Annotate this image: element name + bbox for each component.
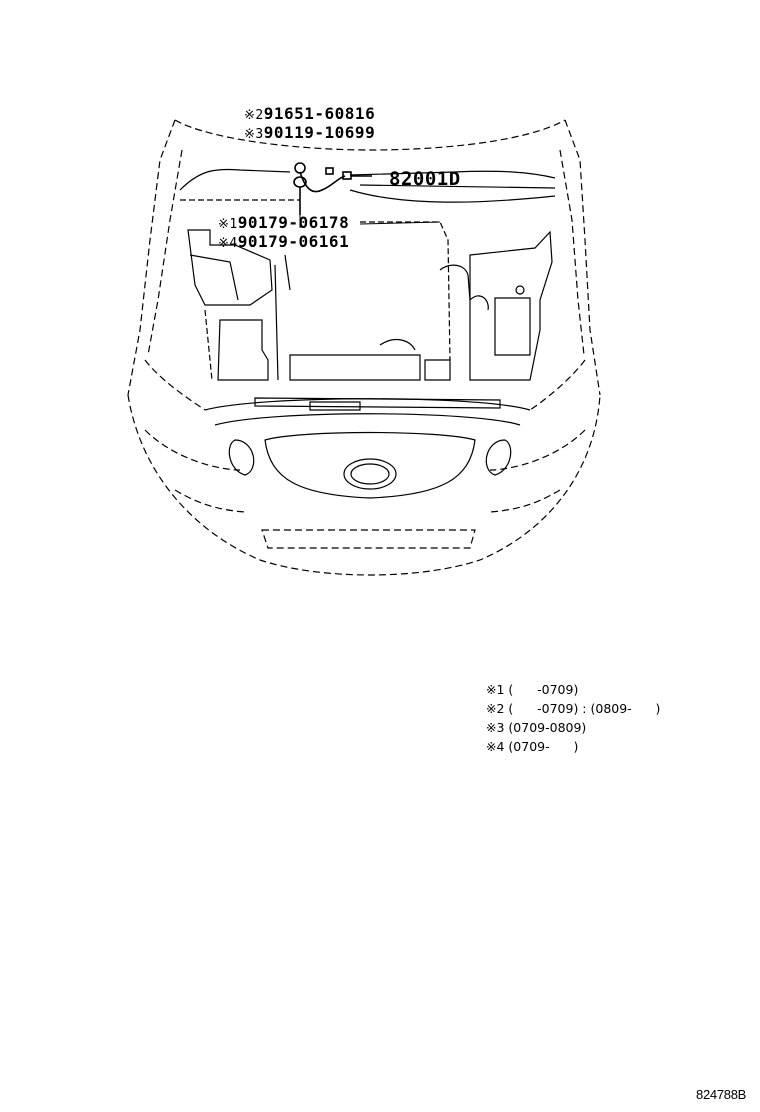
legend-text: (0709- ) xyxy=(508,739,579,754)
hood-outline xyxy=(127,119,601,396)
cowl-lines xyxy=(179,168,556,203)
callout-90179-06161: ※490179-06161 xyxy=(218,232,349,251)
part-number: 82001D xyxy=(389,168,461,190)
legend-text: ( -0709) : (0809- ) xyxy=(508,701,661,716)
applicability-legend: ※1 ( -0709) ※2 ( -0709) : (0809- ) ※3 (0… xyxy=(486,680,660,756)
legend-text: ( -0709) xyxy=(508,682,579,697)
right-components xyxy=(469,230,553,381)
callout-mark: ※4 xyxy=(218,236,238,251)
part-number: 90119-10699 xyxy=(263,123,376,142)
illustration-reference-code: 824788B xyxy=(696,1087,746,1102)
part-number: 91651-60816 xyxy=(263,104,376,123)
legend-mark: ※3 xyxy=(486,720,505,735)
legend-mark: ※4 xyxy=(486,739,505,754)
front-grille xyxy=(204,397,531,499)
callout-91651-60816: ※291651-60816 xyxy=(244,104,375,123)
front-bumper xyxy=(127,359,601,576)
left-components xyxy=(187,229,291,381)
legend-row: ※3 (0709-0809) xyxy=(486,718,660,737)
engine-bay-diagram xyxy=(127,119,601,576)
ground-cable xyxy=(293,162,372,215)
callout-mark: ※3 xyxy=(244,127,264,142)
legend-row: ※1 ( -0709) xyxy=(486,680,660,699)
callout-mark: ※1 xyxy=(218,217,238,232)
callout-82001D: 82001D xyxy=(389,168,461,190)
legend-mark: ※1 xyxy=(486,682,505,697)
part-number: 90179-06178 xyxy=(237,213,350,232)
legend-text: (0709-0809) xyxy=(508,720,587,735)
callout-90179-06178: ※190179-06178 xyxy=(218,213,349,232)
leader-lines xyxy=(299,215,441,228)
legend-row: ※2 ( -0709) : (0809- ) xyxy=(486,699,660,718)
legend-mark: ※2 xyxy=(486,701,505,716)
callout-mark: ※2 xyxy=(244,108,264,123)
legend-row: ※4 (0709- ) xyxy=(486,737,660,756)
callout-90119-10699: ※390119-10699 xyxy=(244,123,375,142)
engine-block xyxy=(289,221,471,381)
part-number: 90179-06161 xyxy=(237,232,350,251)
